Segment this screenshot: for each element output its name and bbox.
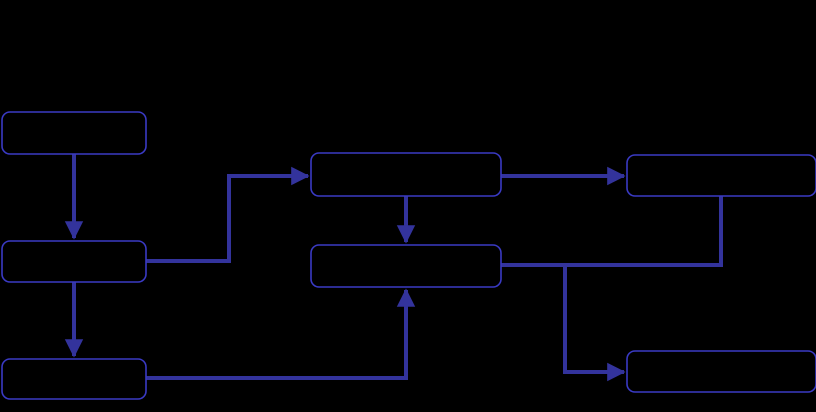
node-left-row1[interactable] (1, 111, 147, 155)
node-box[interactable] (626, 154, 816, 197)
edge-layer (64, 154, 723, 382)
node-left-row2[interactable] (1, 240, 147, 283)
node-box[interactable] (1, 358, 147, 400)
node-box[interactable] (1, 240, 147, 283)
node-right-row3[interactable] (626, 350, 816, 393)
node-layer (1, 111, 816, 400)
node-right-row1[interactable] (626, 154, 816, 197)
node-box[interactable] (626, 350, 816, 393)
edge-node-5-node-7 (501, 263, 626, 382)
node-box[interactable] (310, 152, 502, 197)
edge-node-2-node-4 (146, 166, 310, 263)
node-left-row3[interactable] (1, 358, 147, 400)
node-middle-row1[interactable] (310, 152, 502, 197)
node-box[interactable] (1, 111, 147, 155)
edge-node-6-node-5 (501, 196, 723, 267)
node-middle-row2[interactable] (310, 244, 502, 288)
edge-node-3-node-5 (146, 288, 416, 380)
node-box[interactable] (310, 244, 502, 288)
